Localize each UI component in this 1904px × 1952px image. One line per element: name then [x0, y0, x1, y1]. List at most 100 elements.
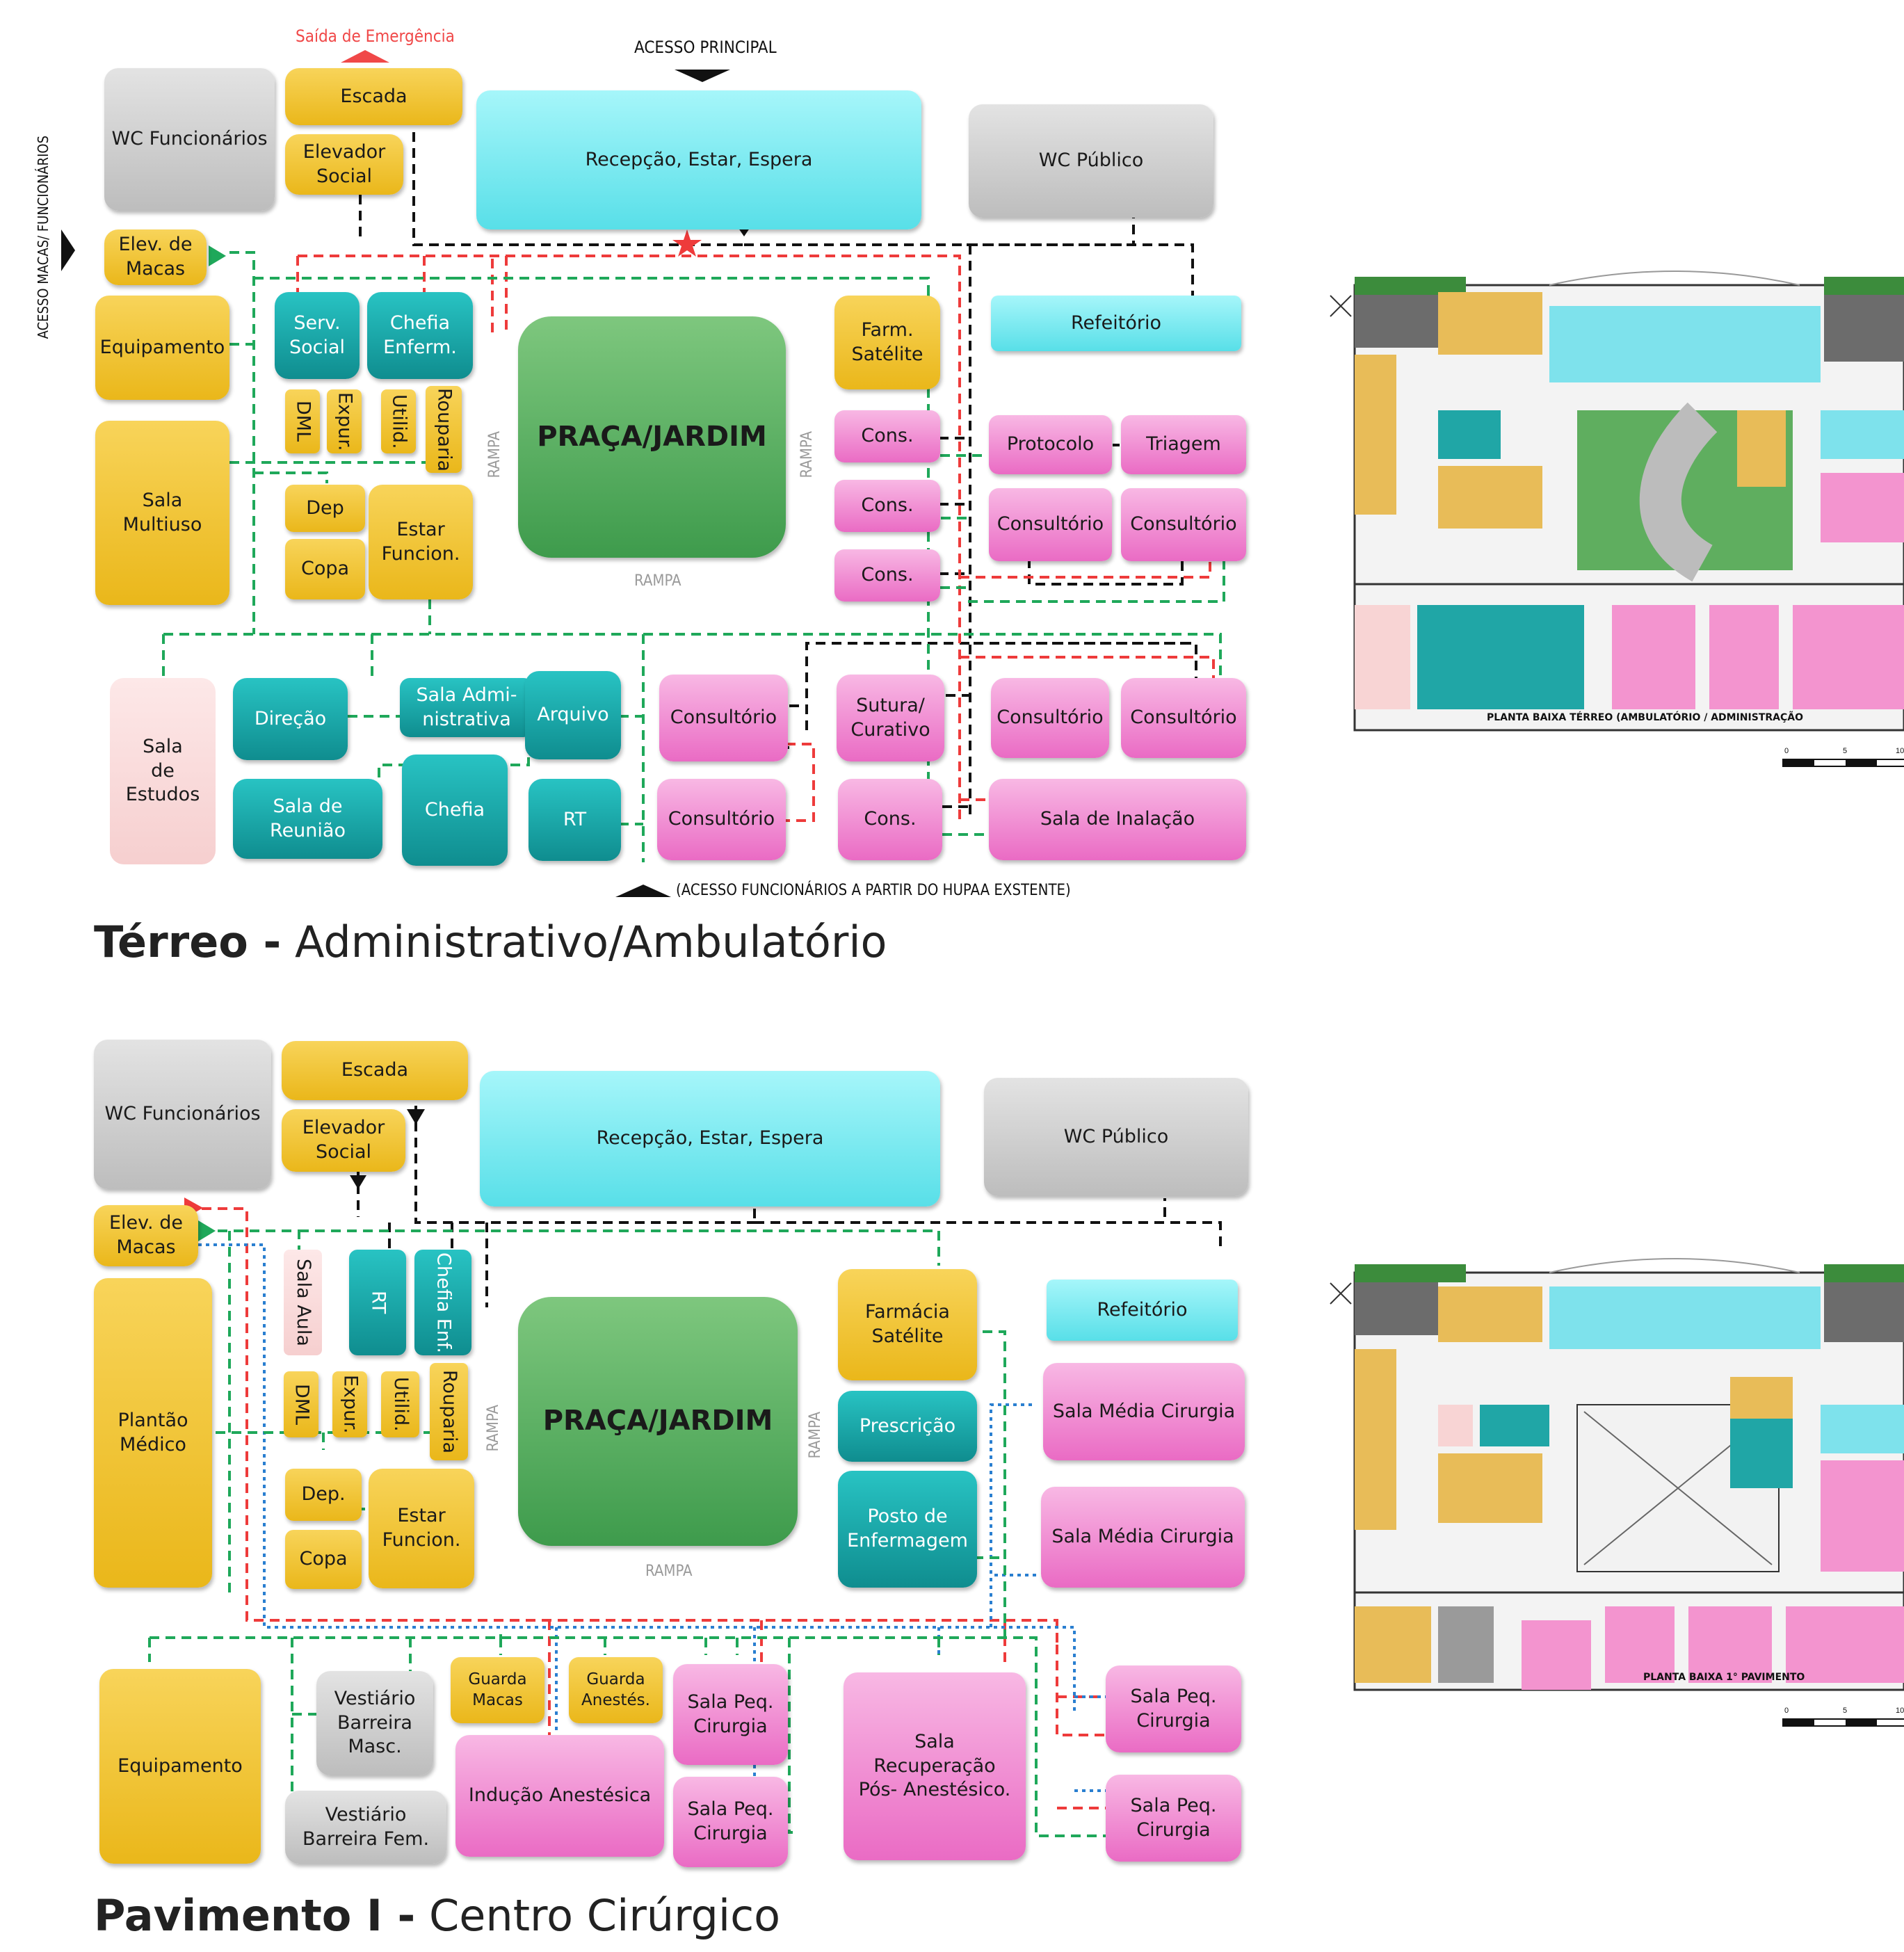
terreo-scale-0: 0 [1784, 747, 1789, 755]
p-room-elevador-social: Elevador Social [282, 1109, 405, 1172]
room-sala-reuniao: Sala de Reunião [233, 779, 382, 859]
ramp-left-label: RAMPA [486, 431, 503, 478]
p-room-sala-peq-4: Sala Peq. Cirurgia [1106, 1775, 1241, 1862]
line-red-consb [779, 743, 815, 822]
p-room-wc-funcionarios: WC Funcionários [94, 1040, 271, 1189]
p-room-rt: RT [349, 1250, 406, 1355]
p-room-recepcao: Recepção, Estar, Espera [480, 1071, 940, 1207]
line-p-blue-surgery [990, 1403, 1036, 1627]
ramp-bottom-label: RAMPA [634, 572, 681, 590]
emergency-star [672, 229, 702, 257]
line-green-admin [371, 634, 645, 862]
p-room-sala-peq-3: Sala Peq. Cirurgia [1106, 1665, 1241, 1752]
p-room-dml: DML [284, 1371, 318, 1437]
room-triagem: Triagem [1121, 415, 1246, 474]
line-green-left-trunk [229, 251, 255, 634]
p-room-wc-publico: WC Público [984, 1078, 1248, 1196]
line-p-green-top [202, 1229, 940, 1266]
line-p-blue-bottom [555, 1627, 940, 1802]
p-room-chefia-enf: Chefia Enf. [414, 1250, 471, 1355]
room-arquivo: Arquivo [525, 671, 621, 759]
p-room-rouparia: Rouparia [430, 1363, 468, 1460]
line-p-green-guard [499, 1638, 739, 1655]
line-p-green-trunk [150, 1636, 1106, 1837]
line-p-red-trunk [202, 1207, 1058, 1645]
side-access-label: ACESSO MACAS/ FUNCIONÁRIOS [35, 136, 51, 339]
line-green-cons [940, 454, 984, 589]
room-rt: RT [529, 779, 621, 861]
line-p-blue-trunk [198, 1243, 1076, 1714]
line-red-top [298, 255, 961, 821]
line-cons-protocolo [939, 437, 970, 575]
p-room-praca-jardim: PRAÇA/JARDIM [518, 1297, 798, 1546]
p-room-utilid: Utilid. [381, 1371, 419, 1437]
p-room-vestiario-fem: Vestiário Barreira Fem. [285, 1791, 446, 1864]
room-dml: DML [285, 389, 320, 453]
line-p-red-right [1056, 1645, 1106, 1809]
line-p-escada [414, 1106, 1222, 1252]
line-red-serv [296, 256, 426, 292]
line-red-bottom [960, 656, 1215, 801]
room-elev-macas: Elev. de Macas [104, 229, 207, 285]
side-access-arrow [61, 229, 75, 271]
p-room-copa: Copa [285, 1530, 362, 1589]
p-room-prescricao: Prescrição [838, 1391, 977, 1462]
room-consultorio-b2: Consultório [657, 779, 786, 860]
ramp-right-label: RAMPA [798, 431, 816, 478]
emergency-arrow [341, 50, 389, 63]
room-consultorio-r2: Consultório [1121, 488, 1246, 561]
terreo-floor-plan: PLANTA BAIXA TÉRREO (AMBULATÓRIO / ADMIN… [1313, 264, 1904, 779]
p-ramp-left-label: RAMPA [485, 1405, 502, 1452]
line-p-wcpublico [755, 1198, 1166, 1224]
p-room-sala-peq-2: Sala Peq. Cirurgia [673, 1777, 788, 1867]
line-bottom-black [805, 642, 1197, 730]
pavimento-scale-5: 5 [1843, 1707, 1848, 1715]
room-consultorio-b4: Consultório [1121, 678, 1246, 758]
line-green-dml [254, 471, 328, 483]
p-room-guarda-anestes: Guarda Anestés. [569, 1657, 663, 1723]
room-chefia-enferm: Chefia Enferm. [367, 292, 473, 379]
room-refeitorio: Refeitório [991, 296, 1241, 351]
p-room-sala-media-1: Sala Média Cirurgia [1043, 1363, 1245, 1460]
line-escada-recepcao [412, 132, 744, 246]
entry-arrow-elev-p [198, 1220, 216, 1241]
line-red-emergency [491, 256, 508, 332]
room-sala-administrativa: Sala Admi- nistrativa [400, 678, 533, 737]
p-room-equipamento: Equipamento [99, 1669, 261, 1864]
room-cons-3: Cons. [834, 549, 940, 602]
p-ramp-bottom-label: RAMPA [645, 1563, 693, 1580]
p-room-estar-funcion: Estar Funcion. [369, 1469, 474, 1588]
p-room-inducao: Indução Anestésica [455, 1735, 664, 1857]
main-access-label: ACESSO PRINCIPAL [634, 38, 777, 57]
room-praca-jardim: PRAÇA/JARDIM [518, 316, 786, 558]
line-main-refeitorio [967, 243, 1194, 296]
p-room-expur: Expur. [332, 1371, 367, 1437]
staff-access-arrow [615, 885, 671, 897]
terreo-scale-5: 5 [1843, 747, 1848, 755]
line-p-green-farm [967, 1330, 1006, 1638]
terreo-scale-10: 10 [1896, 747, 1904, 755]
line-p-green-peq [788, 1638, 940, 1834]
line-sutura-black [765, 694, 970, 808]
p-room-guarda-macas: Guarda Macas [451, 1657, 544, 1723]
room-sutura-curativo: Sutura/ Curativo [837, 675, 944, 761]
room-wc-publico: WC Público [969, 104, 1213, 218]
room-sala-estudos: Sala de Estudos [110, 678, 216, 864]
room-copa: Copa [285, 539, 365, 599]
room-farm-satelite: Farm. Satélite [834, 296, 940, 389]
terreo-heading: Térreo - Administrativo/Ambulatório [94, 917, 887, 967]
p-room-elev-macas: Elev. de Macas [94, 1205, 198, 1266]
entry-arrow-elev [209, 245, 226, 266]
room-rouparia: Rouparia [426, 386, 462, 473]
room-equipamento: Equipamento [95, 296, 229, 400]
pavimento-heading: Pavimento I - Centro Cirúrgico [94, 1890, 781, 1941]
room-recepcao: Recepção, Estar, Espera [476, 90, 921, 229]
staff-access-label: (ACESSO FUNCIONÁRIOS A PARTIR DO HUPAA E… [676, 882, 1071, 899]
p-room-sala-peq-1: Sala Peq. Cirurgia [673, 1664, 788, 1765]
p-room-vestiario-masc: Vestiário Barreira Masc. [316, 1671, 433, 1775]
line-p-rt [388, 1223, 488, 1307]
room-consultorio-b1: Consultório [659, 675, 788, 761]
room-expur: Expur. [327, 389, 362, 453]
line-consultorio-black [1028, 542, 1184, 586]
room-consultorio-r1: Consultório [989, 488, 1112, 561]
